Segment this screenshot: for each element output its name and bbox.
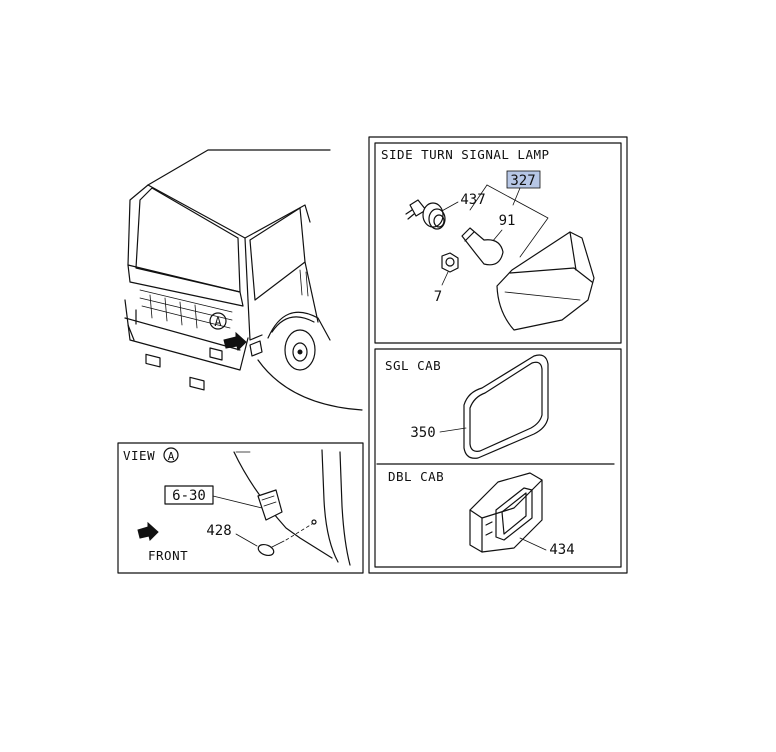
- front-label: FRONT: [148, 548, 188, 563]
- front-arrow-icon: [137, 521, 159, 541]
- callout-350: 350: [410, 425, 435, 441]
- truck-cab-illustration: A: [124, 149, 331, 391]
- callout-434: 434: [549, 542, 574, 558]
- socket-part-437: [405, 199, 446, 230]
- view-a-marker-box: A: [168, 450, 175, 463]
- panel-title-sgl-cab: SGL CAB: [385, 358, 441, 373]
- callout-6-30: 6-30: [172, 488, 206, 504]
- sgl-cab-part-350: [463, 354, 549, 459]
- panel-title-view-a: VIEW: [123, 448, 155, 463]
- bulb-part-91: [461, 227, 504, 266]
- panel-cab-variants: SGL CAB 350 DBL CAB 434: [374, 348, 622, 568]
- lamp-lens-assembly: [496, 231, 595, 331]
- panel-side-turn-signal-lamp: SIDE TURN SIGNAL LAMP 327 437 91: [374, 142, 622, 344]
- panel-view-a: VIEW A 6-30 428 FRONT: [117, 442, 364, 574]
- callout-437: 437: [460, 192, 485, 208]
- leader-curve: [257, 359, 363, 411]
- highlight-327: [506, 170, 541, 189]
- callout-428: 428: [206, 523, 231, 539]
- panel-title-side-turn-signal-lamp: SIDE TURN SIGNAL LAMP: [381, 147, 550, 162]
- dbl-cab-part-434: [469, 472, 543, 553]
- view-a-marker: A: [214, 315, 222, 329]
- callout-7: 7: [434, 289, 442, 305]
- callout-91: 91: [499, 213, 516, 229]
- detail-frame: [368, 136, 628, 574]
- clip-part-428: [257, 523, 313, 557]
- panel-title-dbl-cab: DBL CAB: [388, 469, 444, 484]
- callout-327: 327: [510, 173, 535, 189]
- nut-part-7: [441, 252, 459, 273]
